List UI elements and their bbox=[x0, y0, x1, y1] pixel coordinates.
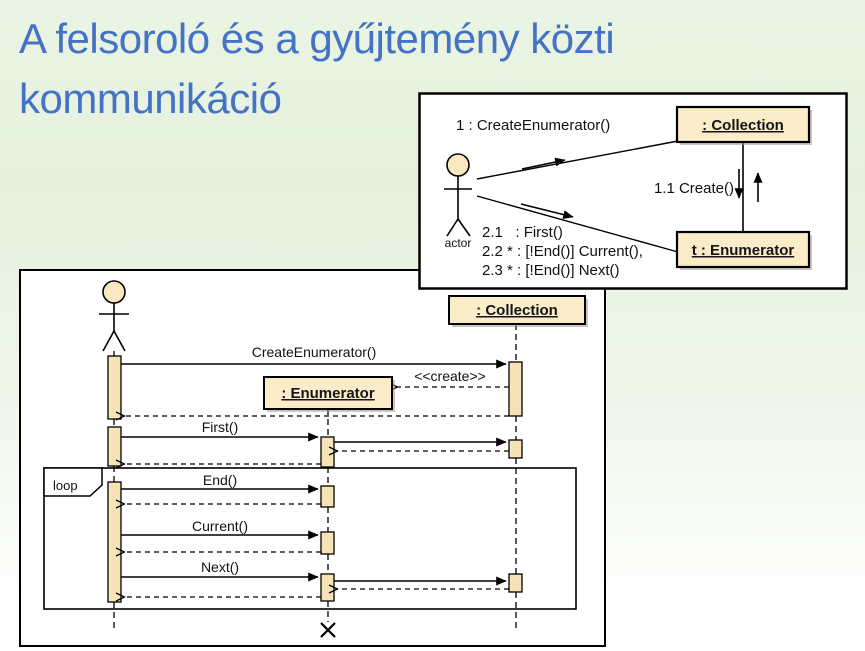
actor-leg-right bbox=[457, 218, 471, 237]
lifelines bbox=[113, 324, 517, 631]
messages bbox=[121, 359, 509, 597]
collection-object-box: : Collection bbox=[448, 295, 588, 327]
communication-diagram-panel: actor 1 : CreateEnumerator() 1.1 Create(… bbox=[418, 92, 848, 290]
link-actor-enumerator bbox=[476, 195, 679, 253]
msg-create-stereotype-label: <<create>> bbox=[414, 368, 486, 384]
enumerator-activation-first bbox=[320, 436, 335, 468]
arrow-to-collection bbox=[521, 157, 566, 170]
actor-activation-1 bbox=[107, 355, 122, 420]
link-actor-collection bbox=[476, 140, 679, 180]
actor-figure bbox=[99, 280, 129, 352]
msg-first-label: 2.1 : First() bbox=[482, 224, 563, 241]
enumerator-activation-end bbox=[320, 485, 335, 508]
actor-label: actor bbox=[445, 236, 472, 250]
enumerator-object-label: t : Enumerator bbox=[692, 242, 795, 259]
message-direction-arrows bbox=[520, 157, 574, 219]
actor-head bbox=[102, 280, 126, 304]
activation-bars bbox=[107, 355, 523, 603]
actor-leg-right bbox=[113, 330, 126, 352]
msg-current-label: 2.2 * : [!End()] Current(), bbox=[482, 243, 643, 260]
msg-current-label: Current() bbox=[192, 518, 248, 534]
msg-next-label: 2.3 * : [!End()] Next() bbox=[482, 262, 620, 279]
enumerator-activation-next bbox=[320, 573, 335, 602]
collection-activation-next bbox=[508, 573, 523, 593]
actor-leg-left bbox=[102, 330, 115, 352]
collection-object-label: : Collection bbox=[702, 117, 784, 134]
actor-activation-2 bbox=[107, 426, 122, 467]
collection-activation-first bbox=[508, 439, 523, 459]
loop-label: loop bbox=[53, 478, 78, 493]
collection-object-label: : Collection bbox=[476, 302, 558, 319]
msg-end-label: End() bbox=[203, 472, 237, 488]
msg-create-enumerator-label: CreateEnumerator() bbox=[252, 344, 377, 360]
destruction-x-icon bbox=[320, 622, 336, 638]
msg-create-enumerator-label: 1 : CreateEnumerator() bbox=[456, 117, 610, 134]
actor-figure bbox=[444, 153, 472, 237]
page-title: A felsoroló és a gyűjtemény közti kommun… bbox=[19, 9, 849, 129]
enumerator-box bbox=[263, 376, 393, 410]
msg-first-label: First() bbox=[202, 419, 239, 435]
actor-activation-3 bbox=[107, 481, 122, 603]
collection-object-box: : Collection bbox=[675, 105, 812, 145]
msg-create-label: 1.1 Create() bbox=[654, 180, 734, 197]
collection-box bbox=[675, 105, 811, 144]
loop-label-tab bbox=[43, 467, 103, 497]
msg-next-label: Next() bbox=[201, 559, 239, 575]
enumerator-activation-current bbox=[320, 531, 335, 555]
collection-activation-create bbox=[508, 361, 523, 417]
actor-head bbox=[446, 153, 470, 177]
enumerator-box bbox=[675, 230, 811, 269]
title-line-1: A felsoroló és a gyűjtemény közti bbox=[19, 15, 615, 62]
actor-leg-left bbox=[446, 218, 459, 237]
enumerator-object-label: : Enumerator bbox=[281, 385, 375, 402]
loop-frame bbox=[43, 467, 577, 610]
enumerator-object-box: : Enumerator bbox=[263, 376, 395, 412]
loop-fragment: loop bbox=[43, 467, 577, 610]
collection-box bbox=[448, 295, 586, 325]
title-line-2: kommunikáció bbox=[19, 75, 282, 122]
sequence-diagram-panel: loop bbox=[19, 269, 606, 647]
enumerator-object-box: t : Enumerator bbox=[675, 230, 812, 270]
association-lines bbox=[476, 140, 679, 253]
arrow-to-enumerator bbox=[520, 203, 574, 219]
